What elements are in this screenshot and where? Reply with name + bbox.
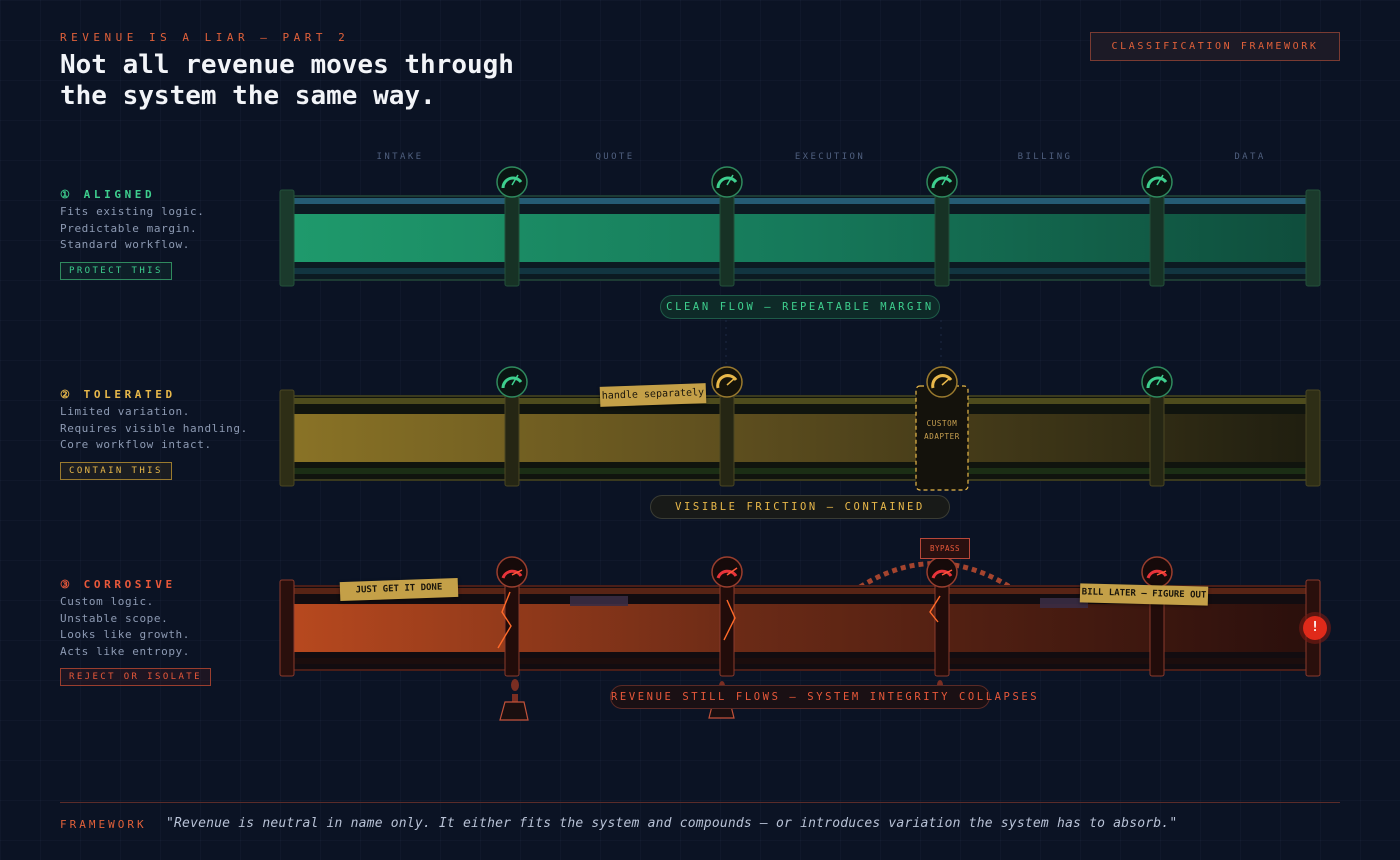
gauge-icon [1141,556,1173,588]
reject-or-isolate-button[interactable]: REJECT OR ISOLATE [60,668,211,686]
stage-label-data: DATA [1234,152,1266,162]
row-description-aligned: Fits existing logic. Predictable margin.… [60,205,205,252]
alert-icon-symbol: ! [1311,620,1319,635]
stage-guides [725,320,942,368]
row-description-corrosive: Custom logic. Unstable scope. Looks like… [60,595,191,658]
series-eyebrow: REVENUE IS A LIAR — PART 2 [60,31,350,44]
footer-divider [60,802,1340,803]
gauge-icon [711,166,743,198]
bypass-label: BYPASS [920,538,970,559]
gauge-icon [1141,166,1173,198]
footer-quote: "Revenue is neutral in name only. It eit… [166,816,1178,831]
stage-label-intake: INTAKE [376,152,424,162]
gauge-icon [926,556,958,588]
row-heading-corrosive: ③ CORROSIVE [60,578,176,591]
row-description-tolerated: Limited variation. Requires visible hand… [60,405,248,452]
flow-label-tolerated: VISIBLE FRICTION — CONTAINED [650,495,950,519]
gauge-icon [496,556,528,588]
gauge-icon [926,366,958,398]
row-heading-tolerated: ② TOLERATED [60,388,176,401]
flow-label-corrosive: REVENUE STILL FLOWS — SYSTEM INTEGRITY C… [610,685,1037,709]
tape-note-handle-separately: handle separately [599,383,707,407]
custom-adapter-label: CUSTOM ADAPTER [924,419,960,441]
bucket-icon [499,701,529,721]
stage-label-execution: EXECUTION [794,152,866,162]
gauge-icon [1141,366,1173,398]
bypass-arc [858,561,1012,590]
contain-this-button[interactable]: CONTAIN THIS [60,462,172,480]
crack-marks [497,591,941,649]
pipe-tolerated [279,389,1321,487]
gauge-icon [711,366,743,398]
row-heading-aligned: ① ALIGNED [60,188,156,201]
gauge-icon [926,166,958,198]
classification-badge: CLASSIFICATION FRAMEWORK [1090,32,1340,61]
page-title: Not all revenue moves through the system… [60,50,514,111]
protect-this-button[interactable]: PROTECT THIS [60,262,172,280]
pipe-aligned [279,189,1321,287]
alert-icon [1299,612,1331,644]
stage-label-billing: BILLING [1017,152,1073,162]
flow-label-aligned: CLEAN FLOW — REPEATABLE MARGIN [660,295,940,319]
stage-label-quote: QUOTE [595,152,635,162]
gauge-icon [496,166,528,198]
footer-label: FRAMEWORK [60,818,147,831]
tape-note-bill-later: BILL LATER — FIGURE OUT [1079,583,1209,606]
gauge-icon [496,366,528,398]
gauge-icon [711,556,743,588]
